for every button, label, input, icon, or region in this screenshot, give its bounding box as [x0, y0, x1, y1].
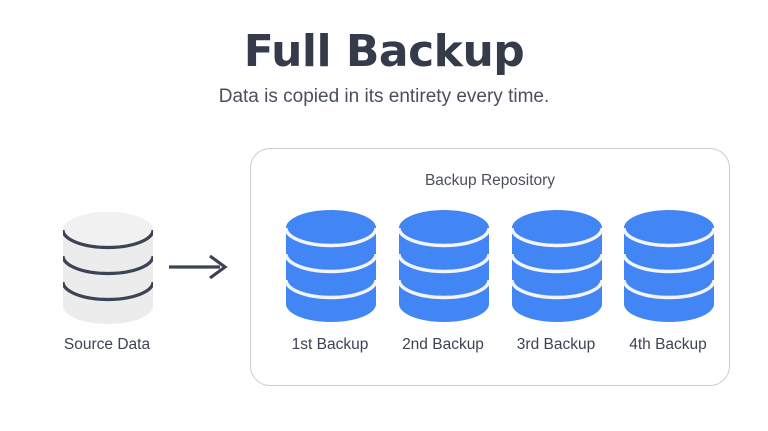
backup-node-3: 3rd Backup: [501, 210, 611, 358]
database-cylinder-icon: [286, 210, 376, 322]
backup-label: 3rd Backup: [516, 336, 596, 353]
backup-label: 4th Backup: [629, 336, 707, 353]
database-cylinder-icon: [63, 212, 153, 324]
source-data-label: Source Data: [63, 336, 151, 353]
database-cylinder-icon: [399, 210, 489, 322]
database-cylinder-icon: [624, 210, 714, 322]
page-subtitle: Data is copied in its entirety every tim…: [218, 86, 550, 107]
backup-node-1: 1st Backup: [275, 210, 385, 358]
backup-node-2: 2nd Backup: [388, 210, 498, 358]
backup-node-4: 4th Backup: [613, 210, 723, 358]
database-cylinder-icon: [512, 210, 602, 322]
source-data-node: Source Data: [52, 212, 162, 357]
backup-label: 2nd Backup: [402, 336, 484, 353]
arrow-right-icon: [169, 254, 228, 280]
backup-label: 1st Backup: [291, 336, 369, 353]
page-title: Full Backup: [243, 26, 525, 77]
backup-repository-title: Backup Repository: [424, 172, 556, 189]
